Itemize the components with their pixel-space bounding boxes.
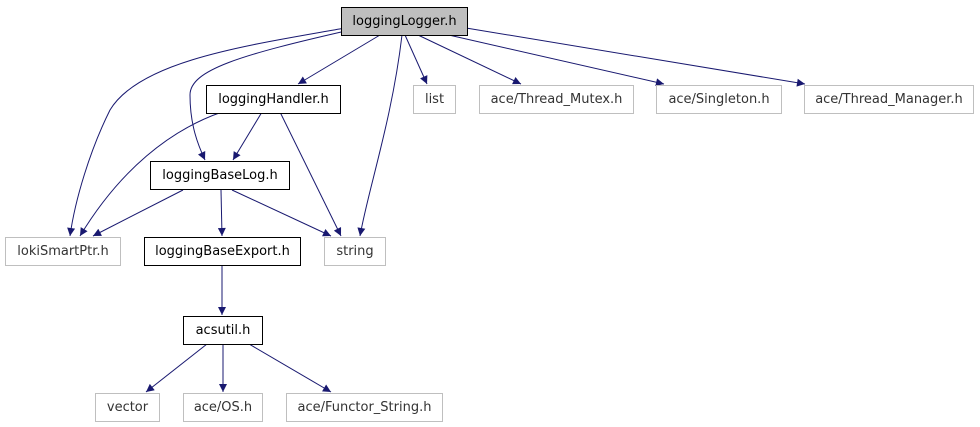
edge-handler-to-baselog	[232, 111, 263, 161]
edge-baselog-to-string	[231, 189, 332, 237]
node-loggingbaselog[interactable]: loggingBaseLog.h	[150, 161, 290, 190]
node-ace-thread-mutex[interactable]: ace/Thread_Mutex.h	[479, 85, 634, 114]
edge-logger-to-singleton	[439, 32, 665, 87]
node-acsutil[interactable]: acsutil.h	[183, 316, 263, 345]
node-loggingbaseexport[interactable]: loggingBaseExport.h	[144, 237, 301, 266]
node-logginglogger[interactable]: loggingLogger.h	[341, 7, 468, 36]
edge-logger-to-handler	[297, 34, 381, 85]
edge-baselog-to-export	[217, 189, 226, 237]
edge-handler-to-lokismartptr	[79, 111, 223, 237]
node-ace-os[interactable]: ace/OS.h	[183, 393, 263, 422]
edge-logger-to-thread-manager	[459, 26, 806, 87]
node-ace-singleton[interactable]: ace/Singleton.h	[656, 85, 782, 114]
node-logginghandler[interactable]: loggingHandler.h	[206, 85, 341, 114]
node-string[interactable]: string	[324, 237, 386, 266]
edge-logger-to-thread-mutex	[417, 34, 522, 85]
node-lokismartptr[interactable]: lokiSmartPtr.h	[5, 237, 121, 266]
edge-acsutil-to-functor-string	[248, 343, 332, 393]
node-ace-functor-string[interactable]: ace/Functor_String.h	[286, 393, 443, 422]
node-vector[interactable]: vector	[95, 393, 160, 422]
edge-logger-to-baselog	[189, 29, 351, 161]
edge-baselog-to-lokismartptr	[92, 189, 184, 237]
edge-logger-to-list	[404, 34, 428, 85]
edge-logger-to-string	[357, 34, 403, 237]
edge-logger-to-lokismartptr	[67, 27, 346, 237]
edge-acsutil-to-vector	[145, 343, 208, 393]
node-list[interactable]: list	[413, 85, 456, 114]
node-ace-thread-manager[interactable]: ace/Thread_Manager.h	[804, 85, 974, 114]
edge-handler-to-string	[279, 111, 342, 237]
